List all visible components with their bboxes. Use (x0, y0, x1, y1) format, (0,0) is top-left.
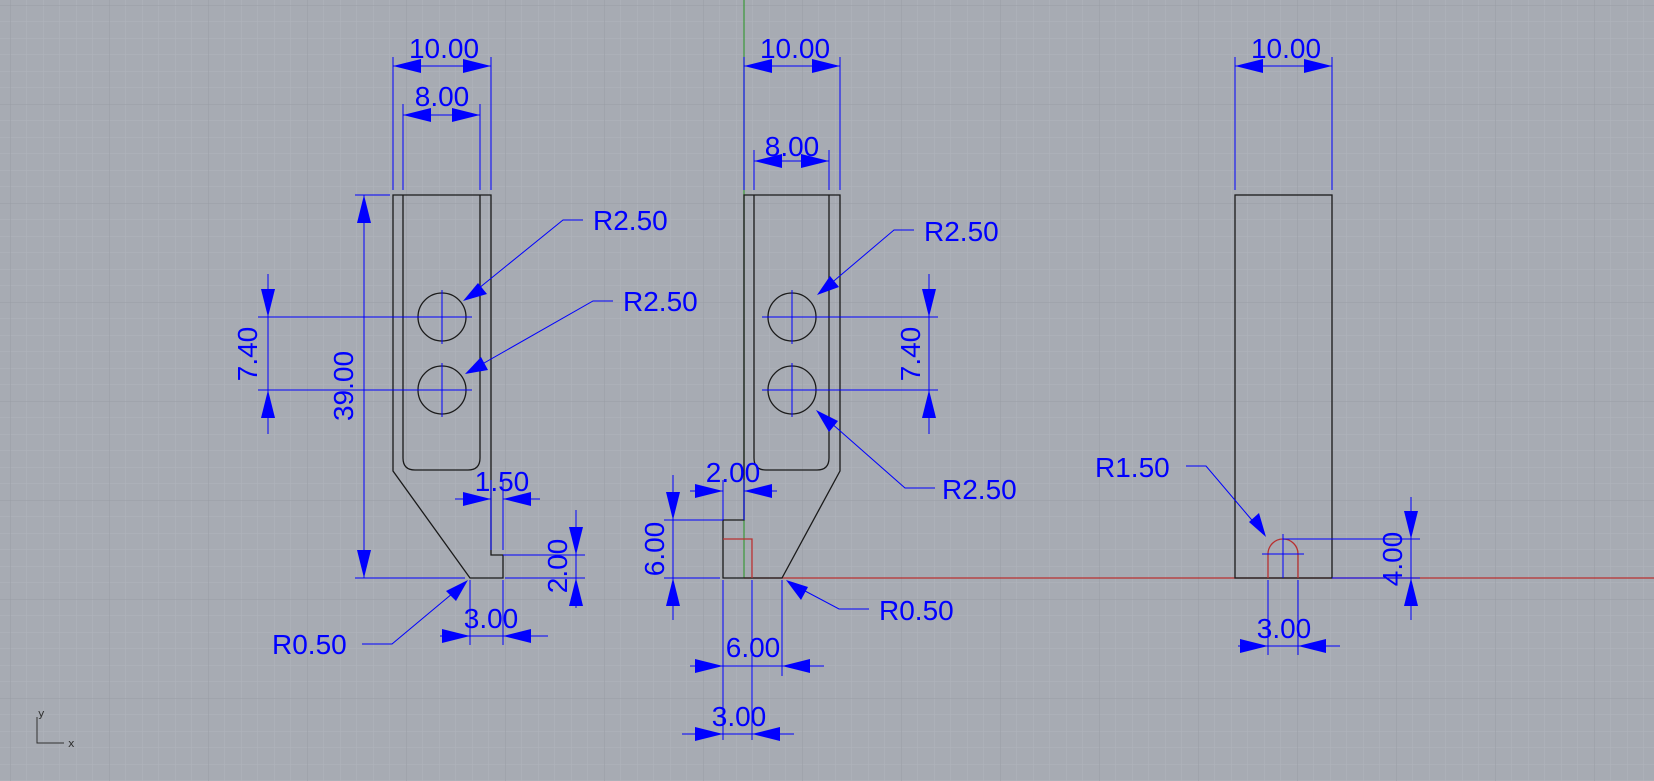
dim-label[interactable]: 10.00 (409, 33, 479, 64)
arrow-icon (569, 527, 583, 555)
arrow-icon (1249, 513, 1266, 537)
arrow-icon (744, 59, 772, 73)
arrow-icon (695, 484, 723, 498)
arrow-icon (403, 108, 431, 122)
arrow-icon (503, 492, 531, 506)
dim-label[interactable]: R2.50 (593, 205, 668, 236)
dim-label[interactable]: 3.00 (464, 603, 519, 634)
part-3[interactable] (1234, 194, 1333, 579)
dim-label[interactable]: 2.00 (706, 457, 761, 488)
axis-gizmo: y x (36, 707, 75, 750)
arrow-icon (465, 357, 488, 374)
part-2-pocket (723, 538, 753, 578)
part-2-slot[interactable] (753, 195, 830, 471)
arrow-icon (1298, 639, 1326, 653)
dim-label[interactable]: 6.00 (639, 522, 670, 577)
part-1-slot[interactable] (402, 195, 481, 471)
dim-label[interactable]: R1.50 (1095, 452, 1170, 483)
arrow-icon (801, 154, 829, 168)
arrow-icon (666, 492, 680, 520)
arrow-icon (1304, 59, 1332, 73)
part-3-dimensions: 10.00 R1.50 4.00 3.00 (1095, 33, 1420, 655)
axis-label-y: y (38, 707, 45, 720)
axis-label-x: x (68, 737, 75, 750)
dim-label[interactable]: 1.50 (475, 466, 530, 497)
dim-label[interactable]: 2.00 (542, 539, 573, 594)
arrow-icon (922, 289, 936, 317)
arrow-icon (357, 550, 371, 578)
arrow-icon (446, 580, 468, 601)
arrow-icon (357, 195, 371, 223)
dim-label[interactable]: 8.00 (765, 131, 820, 162)
arrow-icon (442, 629, 470, 643)
part-1-dimensions: 10.00 8.00 39.00 7.40 R2.50 R2.50 (232, 33, 698, 660)
dim-label[interactable]: 6.00 (726, 632, 781, 663)
part-2[interactable] (722, 194, 841, 579)
arrow-icon (695, 727, 723, 741)
arrow-icon (1404, 578, 1418, 606)
dim-label[interactable]: 10.00 (1251, 33, 1321, 64)
arrow-icon (1240, 639, 1268, 653)
arrow-icon (744, 484, 772, 498)
arrow-icon (782, 659, 810, 673)
part-2-dimensions: 10.00 8.00 R2.50 7.40 R2.50 2.00 (639, 33, 1017, 741)
arrow-icon (666, 578, 680, 606)
arrow-icon (922, 390, 936, 418)
dim-label[interactable]: R0.50 (272, 629, 347, 660)
dim-label[interactable]: R0.50 (879, 595, 954, 626)
dim-label[interactable]: 4.00 (1377, 532, 1408, 587)
arrow-icon (463, 283, 487, 301)
dim-label[interactable]: 39.00 (328, 351, 359, 421)
part-1-outline[interactable] (392, 194, 504, 579)
arrow-icon (393, 59, 421, 73)
dim-label[interactable]: R2.50 (924, 216, 999, 247)
arrow-icon (261, 390, 275, 418)
arrow-icon (786, 580, 808, 600)
arrow-icon (569, 578, 583, 606)
dim-label[interactable]: 3.00 (712, 701, 767, 732)
dim-label[interactable]: 10.00 (760, 33, 830, 64)
arrow-icon (503, 629, 531, 643)
arrow-icon (1235, 59, 1263, 73)
arrow-icon (816, 410, 838, 432)
arrow-icon (812, 59, 840, 73)
dim-label[interactable]: 3.00 (1257, 613, 1312, 644)
arrow-icon (752, 727, 780, 741)
dim-label[interactable]: 7.40 (895, 327, 926, 382)
dim-label[interactable]: R2.50 (623, 286, 698, 317)
arrow-icon (817, 276, 839, 295)
arrow-icon (695, 659, 723, 673)
arrow-icon (261, 289, 275, 317)
arrow-icon (754, 154, 782, 168)
dim-label[interactable]: 8.00 (415, 81, 470, 112)
dim-label[interactable]: R2.50 (942, 474, 1017, 505)
arrow-icon (452, 108, 480, 122)
arrow-icon (463, 492, 491, 506)
arrow-icon (463, 59, 491, 73)
arrow-icon (1404, 511, 1418, 539)
dim-label[interactable]: 7.40 (232, 327, 263, 382)
